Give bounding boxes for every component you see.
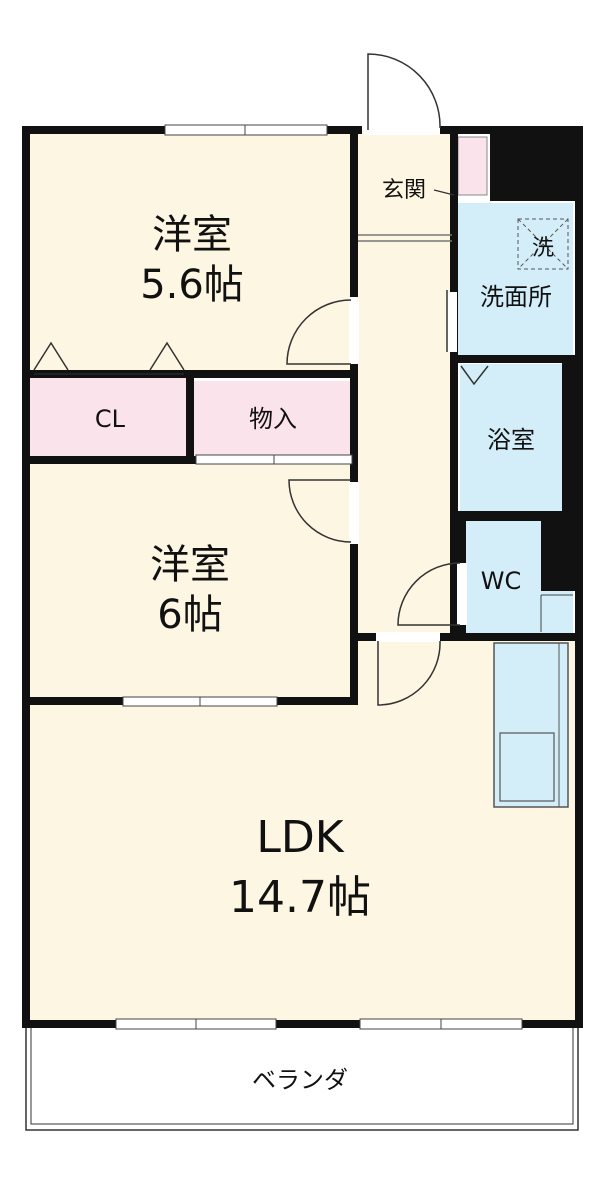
western-room-1-name: 洋室 — [152, 212, 232, 258]
door-swing-toilet — [397, 562, 461, 626]
ldk-size: 14.7帖 — [229, 872, 371, 923]
room-western-1 — [30, 131, 355, 371]
western-room-2-name: 洋室 — [150, 542, 230, 588]
closet-door-marks — [33, 341, 185, 371]
door-gap-toilet — [457, 563, 467, 625]
entrance-label: 玄関 — [382, 178, 426, 203]
door-swing-western1 — [286, 299, 352, 365]
walls — [22, 126, 583, 1028]
door-swing-western2 — [288, 479, 352, 543]
balcony-label: ベランダ — [252, 1066, 348, 1094]
entrance-area — [357, 131, 453, 239]
bathroom-label: 浴室 — [487, 426, 535, 454]
storage-label: 物入 — [249, 405, 297, 433]
room-storage — [194, 381, 352, 458]
western-room-1-size: 5.6帖 — [140, 262, 244, 308]
balcony-area — [25, 1025, 579, 1131]
entrance-door-gap — [364, 125, 440, 135]
toilet-label: WC — [481, 567, 522, 595]
entrance-pointer — [433, 189, 455, 196]
washing-machine-label: 洗 — [532, 236, 554, 261]
windows — [115, 124, 523, 1030]
western-room-2-size: 6帖 — [157, 592, 222, 638]
washroom-label: 洗面所 — [480, 283, 552, 311]
kitchen-counter — [493, 642, 569, 808]
door-gap-ldk — [376, 632, 440, 642]
washing-machine-space — [517, 218, 569, 270]
door-gap-western2 — [349, 482, 359, 544]
closet-label: CL — [95, 405, 126, 433]
bath-door-mark — [460, 365, 489, 386]
ldk-name: LDK — [256, 812, 344, 863]
room-bathroom — [460, 364, 562, 511]
kitchen-sink — [499, 732, 555, 802]
washing-machine-diag-2 — [517, 218, 569, 270]
door-gap-washroom — [447, 292, 457, 352]
entrance-door-swing — [367, 53, 441, 130]
room-washroom — [458, 203, 573, 355]
door-gap-western1 — [349, 297, 359, 364]
shoe-box — [457, 136, 488, 196]
door-swing-ldk — [377, 640, 441, 706]
room-closet — [30, 375, 188, 458]
